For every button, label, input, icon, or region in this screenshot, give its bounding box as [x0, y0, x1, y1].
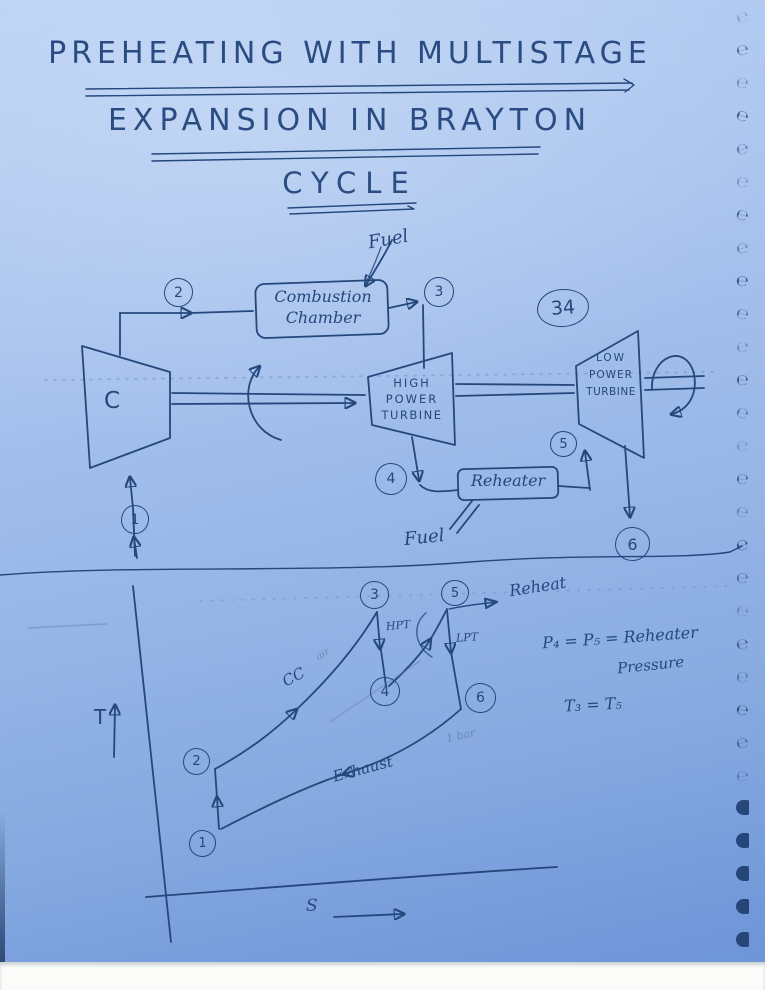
state-point-5-label: 5 — [559, 436, 568, 452]
page-title-line3: CYCLE — [282, 166, 418, 200]
state-point-6: 6 — [615, 527, 650, 561]
reheater-shape — [411, 436, 630, 534]
ts-point-6: 6 — [465, 683, 496, 713]
state-point-4: 4 — [375, 463, 407, 495]
ts-t-axis-label: T — [94, 705, 107, 729]
ts-point-1: 1 — [189, 830, 216, 857]
state-point-4-label: 4 — [386, 471, 396, 487]
hpt-label-line2: POWER — [385, 392, 439, 406]
compressor-shape — [81, 311, 254, 559]
compressor-label: C — [104, 388, 121, 414]
ts-point-5-label: 5 — [450, 585, 460, 601]
combustion-chamber-shape — [254, 239, 425, 369]
ts-point-3: 3 — [360, 581, 389, 609]
state-point-1-label: 1 — [130, 511, 140, 528]
hpt-label-line1: HIGH — [393, 376, 431, 390]
ts-point-5: 5 — [441, 580, 469, 606]
page-title-line2: EXPANSION IN BRAYTON — [107, 103, 593, 138]
ts-axes — [114, 585, 558, 943]
state-point-2-label: 2 — [174, 284, 183, 301]
page-bottom-edge — [0, 962, 765, 990]
page-left-edge-shadow — [0, 810, 5, 962]
ts-hpt-label: HPT — [385, 617, 411, 634]
state-point-6-label: 6 — [627, 534, 638, 554]
lpt-shape — [455, 330, 705, 459]
ts-s-axis-label: S — [306, 896, 318, 916]
hpt-label-line3: TURBINE — [381, 408, 443, 422]
ts-point-4-label: 4 — [380, 683, 390, 700]
page-title-line1: PREHEATING WITH MULTISTAGE — [48, 36, 652, 71]
title-underlines — [85, 78, 635, 215]
ts-point-6-label: 6 — [476, 690, 485, 706]
combustion-chamber-label-line2: Chamber — [285, 308, 361, 327]
ts-point-2: 2 — [183, 748, 210, 775]
ts-cycle — [215, 597, 499, 830]
separator-line — [0, 545, 743, 576]
ts-point-4: 4 — [370, 677, 400, 706]
reheater-label: Reheater — [470, 471, 546, 490]
lpt-label-line2: POWER — [589, 369, 633, 381]
lpt-label-line3: TURBINE — [586, 386, 636, 398]
state-point-3: 3 — [424, 277, 454, 307]
ts-point-2-label: 2 — [192, 754, 201, 769]
state-point-5: 5 — [550, 431, 577, 457]
hpt-shape — [171, 352, 456, 446]
state-point-3-label: 3 — [434, 284, 444, 300]
lpt-label-line1: LOW — [595, 352, 627, 364]
ts-lpt-label: LPT — [455, 630, 479, 645]
fuel-label-bottom: Fuel — [403, 524, 446, 551]
page-number: 34 — [550, 296, 576, 320]
ts-point-3-label: 3 — [370, 587, 379, 603]
temperature-equation: T₃ = T₅ — [563, 693, 623, 716]
ts-point-1-label: 1 — [198, 836, 207, 851]
state-point-1: 1 — [121, 505, 149, 534]
combustion-chamber-label-line1: Combustion — [274, 287, 372, 306]
state-point-2: 2 — [164, 278, 193, 307]
